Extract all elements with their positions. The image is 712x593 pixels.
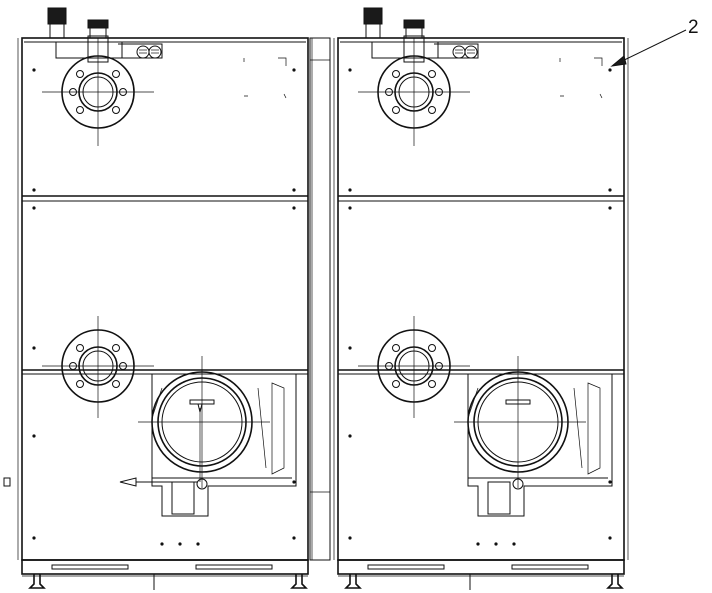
boiler-unit-right [333,7,629,591]
connector-strip [309,37,331,561]
boiler-unit-left [3,7,313,591]
callout-arrowhead [610,55,627,67]
callout-leader [615,29,687,65]
callout-label-2: 2 [688,17,699,38]
